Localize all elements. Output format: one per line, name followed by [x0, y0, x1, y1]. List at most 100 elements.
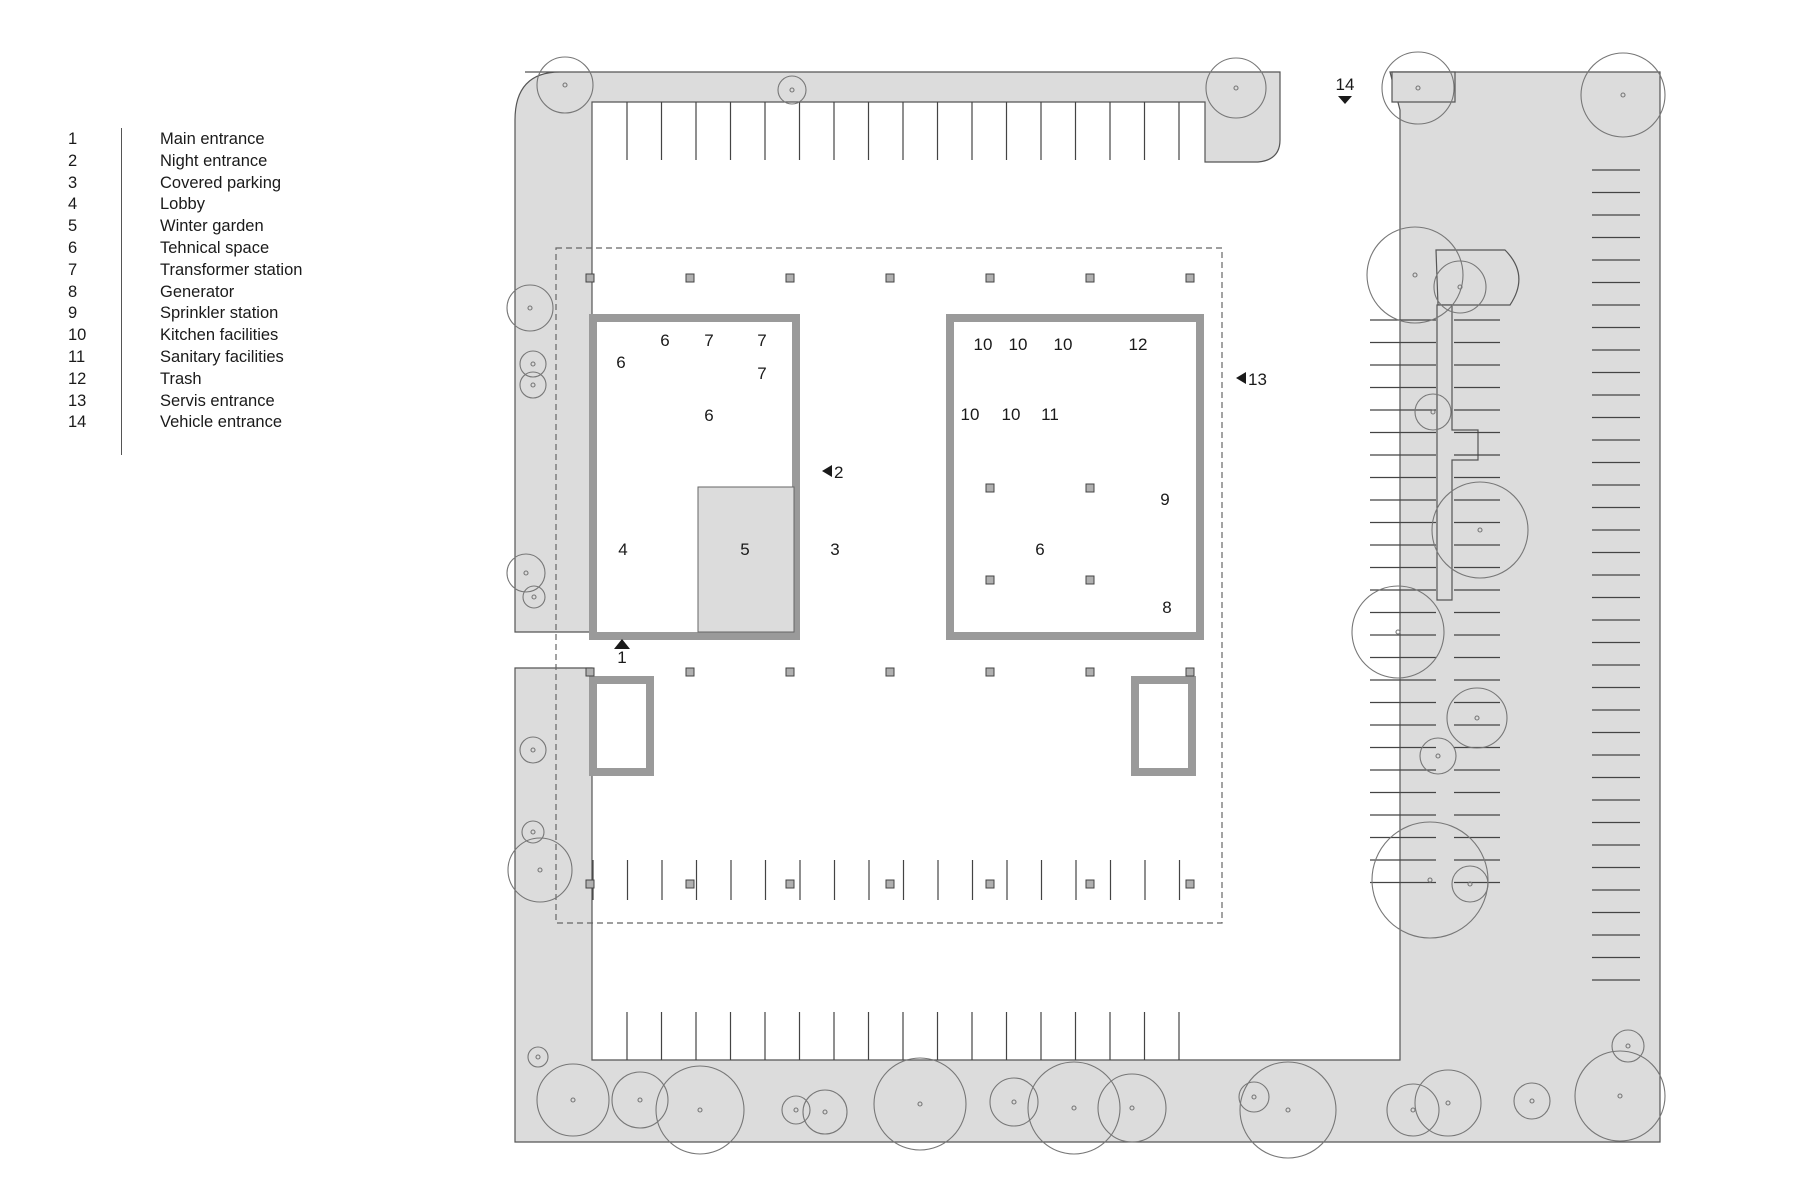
legend-item-label: Lobby: [160, 195, 205, 214]
tree-trunk: [1474, 715, 1480, 721]
legend-item-number: 9: [68, 304, 78, 323]
east-core: [946, 314, 1204, 640]
label-tech-space-east: 6: [1035, 540, 1044, 559]
tree-canopy: [611, 1071, 669, 1129]
tree-canopy: [1580, 52, 1666, 138]
tree-canopy: [1446, 687, 1508, 749]
legend-item-number: 7: [68, 260, 78, 279]
room-labels: 4 5 3 6 6 6 7 7 7 6 10 10 10 10 10 11 12…: [616, 331, 1171, 617]
legend-item-label: Generator: [160, 282, 235, 301]
marker-service-entrance: 13: [1248, 370, 1267, 389]
column: [585, 667, 595, 677]
tree-canopy: [519, 736, 547, 764]
legend-divider: [121, 128, 123, 455]
legend-item-label: Night entrance: [160, 151, 268, 170]
legend-item-label: Servis entrance: [160, 391, 275, 410]
column: [885, 879, 895, 889]
tree-trunk: [1415, 85, 1421, 91]
tree-trunk: [637, 1097, 643, 1103]
column: [1085, 273, 1095, 283]
column: [585, 879, 595, 889]
tree-canopy: [507, 837, 573, 903]
tree-trunk: [1625, 1043, 1631, 1049]
tree-canopy: [1027, 1061, 1121, 1155]
tree-canopy: [1097, 1073, 1167, 1143]
tree-canopy: [527, 1046, 549, 1068]
tree-trunk: [1445, 1100, 1451, 1106]
label-generator: 8: [1162, 598, 1171, 617]
column: [885, 667, 895, 677]
tree-canopy: [655, 1065, 745, 1155]
label-kitchen-c: 10: [1054, 335, 1073, 354]
label-sanitary: 11: [1041, 405, 1059, 424]
tree-canopy: [1414, 393, 1452, 431]
tree-canopy: [1513, 1082, 1551, 1120]
tree-canopy: [802, 1089, 848, 1135]
column: [1085, 879, 1095, 889]
winter-garden-area: [697, 486, 795, 633]
legend-item-label: Sanitary facilities: [160, 348, 284, 366]
service-entrance-arrow: [1236, 372, 1246, 384]
tree-canopy: [1366, 226, 1464, 324]
column: [985, 273, 995, 283]
vehicle-entrance-arrow: [1338, 96, 1352, 104]
tree-trunk: [523, 570, 529, 576]
label-lobby: 4: [618, 540, 627, 559]
legend-item-number: 6: [68, 239, 78, 257]
tree-canopy: [989, 1077, 1039, 1127]
legend-item-number: 12: [68, 369, 87, 388]
tree-canopy: [1451, 865, 1489, 903]
tree-trunk: [1430, 409, 1436, 415]
entrance-markers: 1 2 13 14: [614, 75, 1354, 667]
legend-item-number: 4: [68, 195, 78, 214]
legend-item-number: 14: [68, 413, 87, 432]
tree-canopy: [777, 75, 807, 105]
tree-trunk: [822, 1109, 828, 1115]
tree-trunk: [1620, 92, 1626, 98]
legend-item-number: 2: [68, 151, 78, 170]
label-tech-space-west-small: 6: [660, 331, 669, 350]
column: [1185, 273, 1195, 283]
tree-trunk: [537, 867, 543, 873]
tree-canopy: [1419, 737, 1457, 775]
tree-canopy: [1414, 1069, 1482, 1137]
column: [685, 667, 695, 677]
tree-trunk: [1251, 1094, 1257, 1100]
covered-parking-outline: [555, 247, 1223, 924]
landscape-median: [1436, 304, 1479, 601]
stair-west: [589, 676, 654, 776]
legend-item-label: Main entrance: [160, 130, 265, 148]
tree-trunk: [1435, 753, 1441, 759]
legend-item-label: Tehnical space: [160, 239, 270, 257]
tree-trunk: [1477, 527, 1483, 533]
column: [585, 273, 595, 283]
tree-trunk: [1071, 1105, 1077, 1111]
column: [1085, 667, 1095, 677]
label-kitchen-e: 10: [1002, 405, 1021, 424]
tree-canopy: [1238, 1081, 1270, 1113]
column: [1085, 575, 1095, 585]
legend-item-number: 13: [68, 391, 87, 410]
column: [685, 273, 695, 283]
tree-canopy: [1205, 57, 1267, 119]
label-winter-garden: 5: [740, 540, 749, 559]
tree-trunk: [1395, 629, 1401, 635]
landscape-island: [1435, 249, 1520, 306]
legend-item-number: 1: [68, 130, 78, 148]
tree-canopy: [1386, 1083, 1440, 1137]
column: [785, 879, 795, 889]
column: [985, 667, 995, 677]
tree-trunk: [1129, 1105, 1135, 1111]
label-transformer-b: 7: [757, 331, 766, 350]
marker-night-entrance: 2: [834, 463, 843, 482]
stair-east: [1131, 676, 1196, 776]
label-trash: 12: [1129, 335, 1148, 354]
legend-item-number: 5: [68, 217, 78, 236]
legend-item-label: Vehicle entrance: [160, 413, 283, 432]
tree-canopy: [519, 350, 547, 378]
tree-trunk: [530, 361, 536, 367]
tree-trunk: [1467, 881, 1473, 887]
tree-trunk: [793, 1107, 799, 1113]
